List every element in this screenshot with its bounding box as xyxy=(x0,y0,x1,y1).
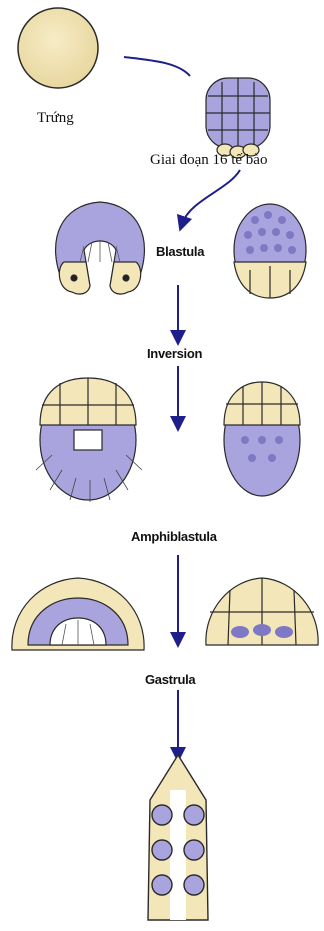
adult-sponge xyxy=(148,755,208,920)
blastula-section xyxy=(56,202,145,294)
gastrula-external xyxy=(206,578,318,645)
egg-cell xyxy=(18,8,98,88)
arrow-16cell-to-blastula xyxy=(182,170,240,224)
blastula-external xyxy=(234,204,306,298)
amphiblastula-section xyxy=(36,378,142,502)
label-16-cell-stage: Giai đoạn 16 tế bào xyxy=(150,152,267,169)
amphiblastula-external xyxy=(224,382,300,496)
label-gastrula: Gastrula xyxy=(145,672,195,687)
label-amphiblastula: Amphiblastula xyxy=(131,529,217,544)
label-inversion: Inversion xyxy=(147,346,202,361)
label-blastula: Blastula xyxy=(156,244,204,259)
sixteen-cell-embryo xyxy=(206,78,270,158)
label-egg: Trứng xyxy=(37,110,74,127)
arrow-egg-to-16cell xyxy=(124,57,190,76)
gastrula-section xyxy=(12,578,144,650)
